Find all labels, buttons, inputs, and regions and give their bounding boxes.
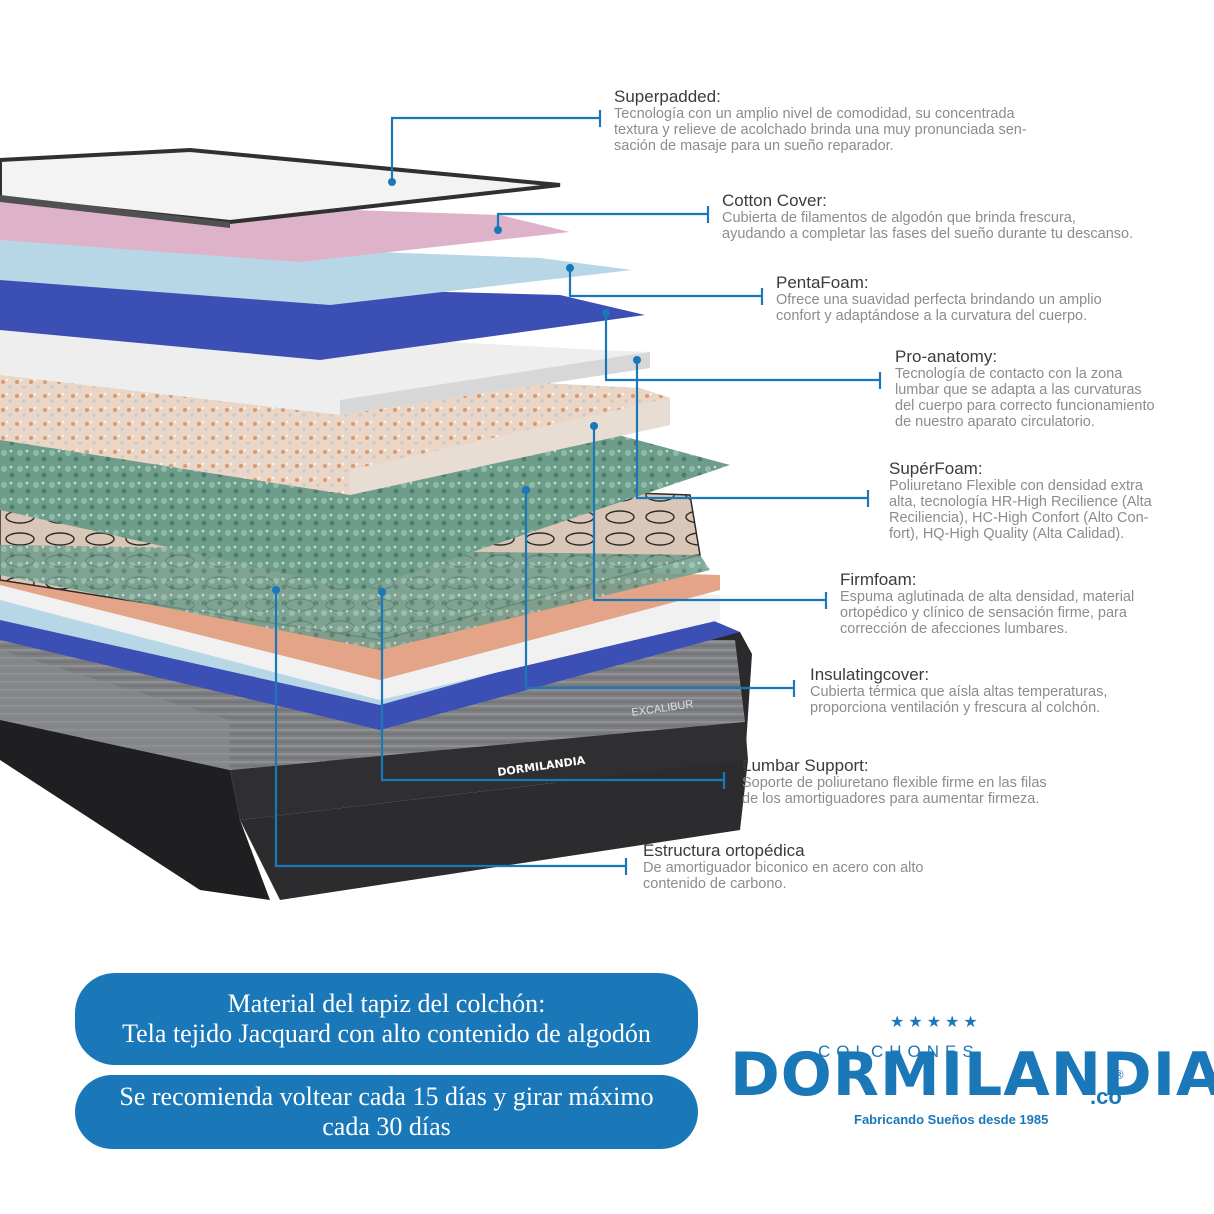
pro-anatomy-edge <box>340 352 650 415</box>
leader-superfoam <box>635 360 868 500</box>
care-line-1: Se recomienda voltear cada 15 días y gir… <box>119 1082 654 1111</box>
leader-firmfoam <box>592 426 826 602</box>
dormilandia-logo: ★★★★★ COLCHONES DORMILANDIA ® .co Fabric… <box>718 1012 1214 1132</box>
callout-estructura-ortopedica: Estructura ortopédica De amortiguador bi… <box>643 841 924 892</box>
superpadded-edge <box>0 195 230 228</box>
callout-title: SupérFoam: <box>889 459 983 478</box>
callout-title: Pro-anatomy: <box>895 347 998 366</box>
callout-title: Insulatingcover: <box>810 665 930 684</box>
leader-cotton-cover <box>496 212 708 230</box>
star-icon: ★★★★★ <box>890 1012 982 1031</box>
leader-dots <box>272 178 641 596</box>
callout-description: Espuma aglutinada de alta densidad, mate… <box>840 589 1135 637</box>
callout-description: Ofrece una suavidad perfecta brindando u… <box>776 292 1102 324</box>
callout-title: Estructura ortopédica <box>643 841 805 860</box>
material-line-2: Tela tejido Jacquard con alto contenido … <box>122 1019 651 1048</box>
care-pill: Se recomienda voltear cada 15 días y gir… <box>75 1075 698 1149</box>
callout-title: Firmfoam: <box>840 570 917 589</box>
callout-superpadded: Superpadded: Tecnología con un amplio ni… <box>614 87 1027 154</box>
layer-pentafoam <box>0 280 645 360</box>
material-pill: Material del tapiz del colchón: Tela tej… <box>75 973 698 1065</box>
callout-title: PentaFoam: <box>776 273 869 292</box>
layer-superpadded <box>0 147 561 225</box>
callout-description: Tecnología con un amplio nivel de comodi… <box>614 106 1027 154</box>
callout-insulatingcover: Insulatingcover: Cubierta térmica que aí… <box>810 665 1107 716</box>
leader-pentafoam <box>568 268 762 298</box>
callout-description: Soporte de poliuretano flexible firme en… <box>742 775 1047 807</box>
callout-cotton-cover: Cotton Cover: Cubierta de filamentos de … <box>722 191 1133 242</box>
leader-estructura <box>274 590 626 868</box>
callout-title: Lumbar Support: <box>742 756 869 775</box>
firmfoam-edge <box>350 398 670 495</box>
callout-title: Superpadded: <box>614 87 721 106</box>
leader-lines <box>274 110 882 875</box>
layer-light-blue <box>0 238 632 305</box>
logo-tld: .co <box>1090 1084 1122 1109</box>
logo-brand: DORMILANDIA <box>730 1040 1214 1110</box>
material-line-1: Material del tapiz del colchón: <box>227 989 546 1018</box>
callout-pentafoam: PentaFoam: Ofrece una suavidad perfecta … <box>776 273 1102 324</box>
leader-lumbar <box>380 592 724 782</box>
callout-lumbar-support: Lumbar Support: Soporte de poliuretano f… <box>742 756 1047 807</box>
callout-description: Cubierta de filamentos de algodón que br… <box>722 210 1134 242</box>
leader-insulating <box>524 490 794 690</box>
registered-mark: ® <box>1113 1068 1125 1082</box>
logo-tagline: Fabricando Sueños desde 1985 <box>854 1112 1049 1127</box>
care-line-2: cada 30 días <box>322 1112 451 1141</box>
callout-description: De amortiguador biconico en acero con al… <box>643 860 924 892</box>
callout-description: Cubierta térmica que aísla altas tempera… <box>810 684 1108 716</box>
callout-firmfoam: Firmfoam: Espuma aglutinada de alta dens… <box>840 570 1134 637</box>
callout-title: Cotton Cover: <box>722 191 827 210</box>
leader-pro-anatomy <box>604 313 880 382</box>
callout-description: Tecnología de contacto con la zona lumba… <box>895 366 1155 430</box>
leader-superpadded <box>390 116 600 182</box>
logo-subtitle: COLCHONES <box>818 1042 980 1061</box>
callout-superfoam: SupérFoam: Poliuretano Flexible con dens… <box>889 459 1152 542</box>
callout-pro-anatomy: Pro-anatomy: Tecnología de contacto con … <box>895 347 1155 430</box>
callout-description: Poliuretano Flexible con densidad extra … <box>889 478 1152 542</box>
